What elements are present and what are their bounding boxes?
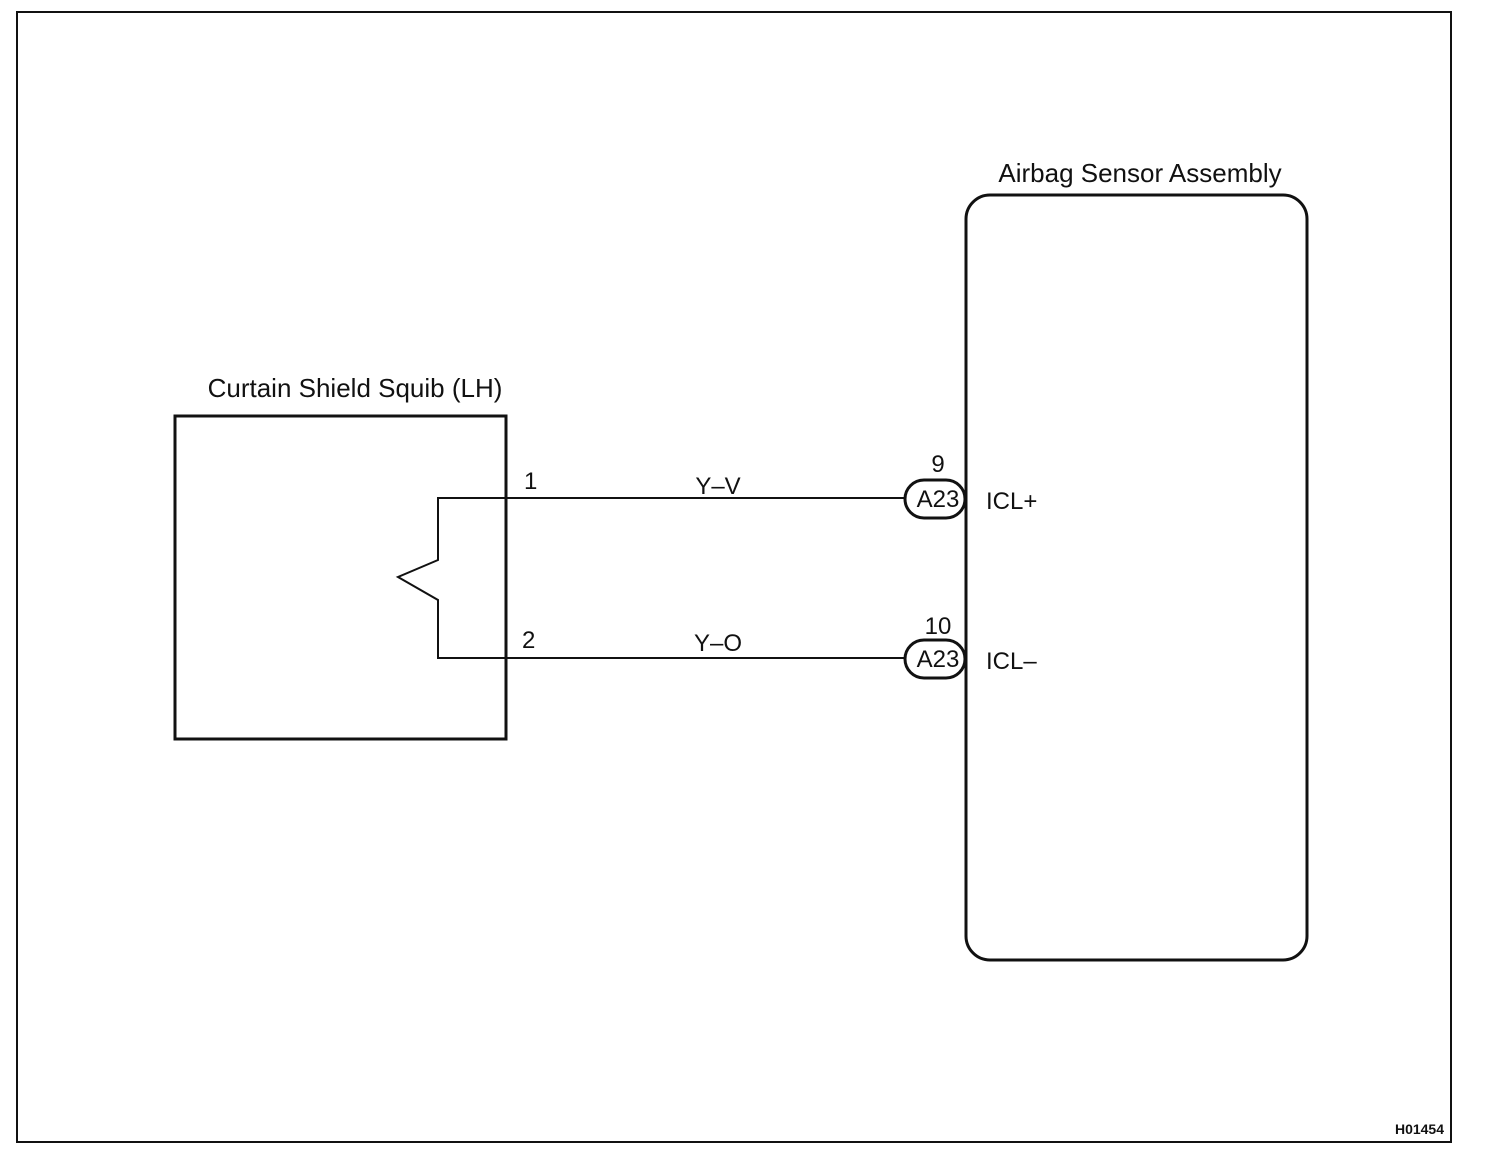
connector-pin-10: 10 xyxy=(925,613,952,640)
squib-pin-1: 1 xyxy=(524,468,537,495)
squib-element-symbol xyxy=(395,497,506,659)
wire-2: 2 Y–O A23 10 ICL– xyxy=(506,613,1037,680)
terminal-icl-minus: ICL– xyxy=(986,648,1037,675)
wire-1-color-code: Y–V xyxy=(695,473,740,500)
connector-a23-label: A23 xyxy=(917,486,960,513)
figure-code: H01454 xyxy=(1395,1121,1444,1137)
connector-a23-pin-9 xyxy=(903,478,967,520)
squib-box xyxy=(173,414,508,741)
sensor-label: Airbag Sensor Assembly xyxy=(998,158,1281,188)
squib-pin-2: 2 xyxy=(522,627,535,654)
connector-a23-pin-10 xyxy=(903,638,967,680)
sensor-box xyxy=(964,193,1309,962)
wire-2-color-code: Y–O xyxy=(694,630,742,657)
squib-label: Curtain Shield Squib (LH) xyxy=(208,373,503,403)
diagram-frame xyxy=(16,11,1452,1143)
connector-a23-label: A23 xyxy=(917,646,960,673)
connector-pin-9: 9 xyxy=(931,451,944,478)
terminal-icl-plus: ICL+ xyxy=(986,488,1037,515)
wire-1: 1 Y–V A23 9 ICL+ xyxy=(506,451,1037,520)
